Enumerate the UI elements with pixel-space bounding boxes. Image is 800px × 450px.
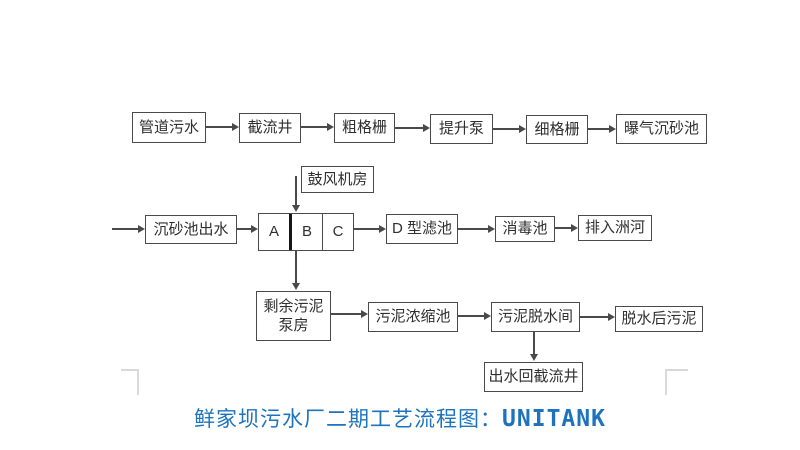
- unitank-cell-c: C: [332, 223, 344, 241]
- flow-arrow-line-4: [588, 128, 611, 130]
- flow-arrow-line-6: [237, 228, 253, 230]
- diagram-caption: 鲜家坝污水厂二期工艺流程图：UNITANK: [0, 403, 800, 433]
- flow-arrowhead-9: [571, 223, 578, 232]
- corner-mark-right-horizontal: [665, 369, 688, 371]
- flow-arrow-line-0: [206, 126, 234, 128]
- caption-unitank-label: UNITANK: [502, 406, 606, 432]
- node-lift-pump: 提升泵: [430, 114, 493, 144]
- flow-arrow-line-9: [555, 227, 573, 229]
- node-intercepting-well: 截流井: [239, 113, 301, 143]
- flow-arrow-line-10: [295, 176, 297, 207]
- caption-chinese-title: 鲜家坝污水厂二期工艺流程图：: [194, 407, 503, 431]
- corner-mark-right-vertical: [665, 369, 667, 395]
- node-aerated-grit-chamber: 曝气沉砂池: [616, 114, 707, 144]
- flow-arrowhead-8: [488, 224, 495, 233]
- node-sludge-thickener: 污泥浓缩池: [368, 302, 458, 332]
- node-grit-chamber-outflow: 沉砂池出水: [145, 215, 237, 244]
- flow-arrowhead-10: [291, 205, 300, 212]
- flow-arrowhead-2: [423, 123, 430, 132]
- node-d-type-filter: D 型滤池: [386, 214, 458, 244]
- flow-arrow-line-12: [331, 313, 363, 315]
- flow-arrowhead-13: [484, 311, 491, 320]
- flow-arrowhead-7: [379, 224, 386, 233]
- flow-arrowhead-12: [361, 309, 368, 318]
- node-fine-screen: 细格栅: [526, 115, 588, 144]
- unitank-cell-b: B: [292, 214, 323, 250]
- node-dewatered-sludge: 脱水后污泥: [615, 306, 703, 332]
- flow-arrow-line-15: [533, 331, 535, 356]
- flow-arrow-line-2: [395, 127, 425, 129]
- flow-arrowhead-15: [529, 354, 538, 361]
- node-disinfection-tank: 消毒池: [495, 216, 555, 242]
- flow-arrowhead-0: [232, 122, 239, 131]
- flow-arrowhead-11: [291, 283, 300, 290]
- node-sludge-dewatering: 污泥脱水间: [491, 302, 580, 332]
- flow-arrowhead-5: [138, 224, 145, 233]
- node-excess-sludge-pump: 剩余污泥 泵房: [256, 291, 331, 341]
- flow-arrow-line-7: [354, 228, 381, 230]
- corner-mark-left-horizontal: [121, 369, 139, 371]
- unitank-cell-a: A: [259, 214, 292, 250]
- flow-arrow-line-8: [458, 228, 490, 230]
- flow-arrowhead-6: [251, 224, 258, 233]
- flow-arrowhead-3: [519, 124, 526, 133]
- flow-arrowhead-4: [609, 124, 616, 133]
- flow-arrow-line-13: [458, 315, 486, 317]
- node-blower-room: 鼓风机房: [301, 166, 374, 193]
- node-discharge-to-river: 排入洲河: [578, 215, 652, 241]
- flow-arrow-line-5: [112, 228, 140, 230]
- flow-arrowhead-14: [608, 312, 615, 321]
- flow-arrow-line-3: [493, 128, 521, 130]
- node-pipe-sewage: 管道污水: [132, 112, 206, 143]
- flow-arrow-line-1: [301, 126, 329, 128]
- node-return-to-intercept: 出水回截流井: [484, 362, 583, 392]
- flow-arrow-line-14: [580, 316, 610, 318]
- node-coarse-screen: 粗格栅: [334, 113, 395, 143]
- flow-arrowhead-1: [327, 122, 334, 131]
- corner-mark-left-vertical: [137, 369, 139, 395]
- flow-arrow-line-11: [295, 251, 297, 285]
